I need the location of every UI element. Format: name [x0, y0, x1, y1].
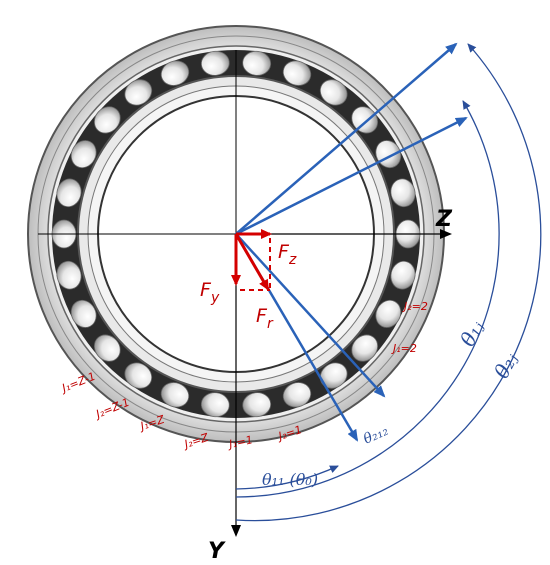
rolling-ball [200, 392, 230, 418]
rolling-ball [56, 178, 82, 208]
fr-label: Fr [256, 305, 274, 332]
rolling-ball [124, 362, 153, 389]
vector-4 [235, 233, 386, 398]
ball-label-bottom-3: J₁=1 [226, 433, 254, 451]
rolling-ball [200, 50, 230, 76]
rolling-ball [282, 60, 312, 86]
z-axis-label: Z [435, 207, 453, 232]
fr-arrow [234, 233, 270, 291]
rolling-ball [242, 392, 272, 418]
ball-label-right-lower: J₁=2 [391, 342, 417, 355]
rolling-ball [70, 140, 97, 169]
rolling-ball [56, 260, 82, 290]
ball-label-right-upper: J₂=2 [402, 300, 428, 313]
rolling-ball [351, 334, 379, 362]
rolling-ball [319, 79, 348, 106]
rolling-ball [242, 50, 272, 76]
rolling-ball [70, 299, 97, 328]
theta-2j-label: θ₂ⱼ [489, 348, 522, 382]
rolling-ball [93, 334, 121, 362]
rolling-ball [282, 382, 312, 408]
arc-theta-1j [235, 100, 500, 498]
rolling-ball [93, 106, 121, 134]
y-axis-label: Y [208, 539, 226, 564]
ball-set [51, 50, 421, 418]
rolling-ball [390, 178, 416, 208]
arc-theta-2j [235, 43, 542, 522]
theta-1j-label: θ₁ⱼ [455, 316, 488, 350]
rolling-ball [160, 382, 190, 408]
rolling-ball [160, 60, 190, 86]
fz-label: Fz [278, 241, 297, 268]
vector-1 [235, 42, 458, 235]
ball-label-left-1: J₁=Z-1 [58, 370, 97, 396]
fy-label: Fy [200, 279, 220, 306]
theta-11-label: θ₁₁ (θ₀) [262, 470, 318, 489]
rolling-ball [375, 299, 402, 328]
theta-212-label: θ₂₁₂ [361, 423, 391, 448]
rolling-ball [319, 362, 348, 389]
vector-2 [235, 116, 468, 236]
arc-theta-11 [235, 465, 339, 490]
rolling-ball [390, 260, 416, 290]
rolling-ball [351, 106, 379, 134]
rolling-ball [124, 79, 153, 106]
